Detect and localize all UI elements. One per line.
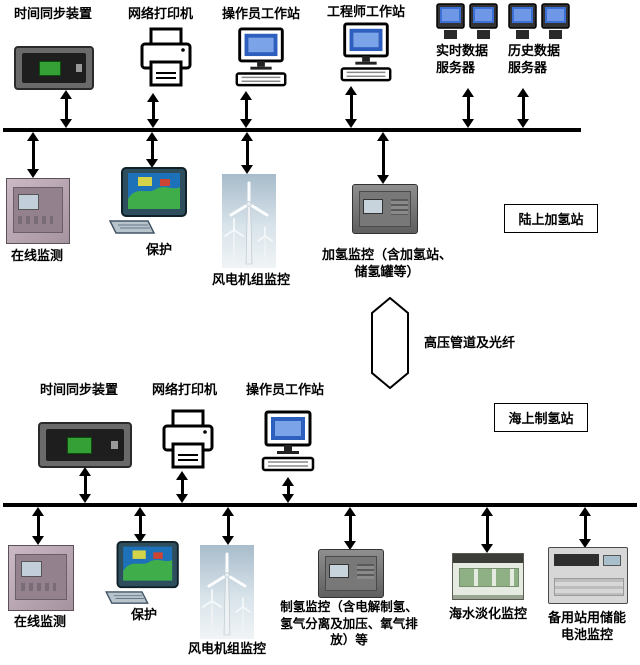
battery-screen xyxy=(603,554,621,567)
onshore-station-badge: 陆上加氢站 xyxy=(504,204,598,233)
relay-buttons xyxy=(20,583,57,592)
offshore-printer-label: 网络打印机 xyxy=(152,382,218,397)
server-icon xyxy=(436,3,498,39)
desalination-top-strip xyxy=(453,554,523,563)
bus-arrow xyxy=(133,507,147,543)
offshore-station-badge: 海上制氢站 xyxy=(494,403,588,432)
bus-arrow xyxy=(344,86,358,128)
time-sync-device-icon xyxy=(38,422,132,468)
printer-icon xyxy=(140,27,192,87)
onshore-time-sync-label: 时间同步装置 xyxy=(14,6,93,21)
onshore-protection-label: 保护 xyxy=(146,242,173,257)
bus-arrow xyxy=(461,88,475,128)
realtime-server-label: 实时数据服务器 xyxy=(436,43,489,76)
bus-arrow xyxy=(480,507,494,553)
battery-storage-device-icon xyxy=(548,547,628,604)
desalination-cells xyxy=(458,568,520,587)
online-monitoring-device-icon xyxy=(6,178,70,244)
relay-buttons xyxy=(18,216,53,225)
cabinet-vents xyxy=(357,564,375,580)
rack-lcd xyxy=(67,437,93,454)
hydrogen-refueling-monitoring-label: 加氢监控（含加氢站、储氢罐等） xyxy=(321,247,452,280)
bus-arrow xyxy=(240,132,254,174)
offshore-online-monitoring-label: 在线监测 xyxy=(14,614,67,629)
cabinet-screen xyxy=(329,564,350,579)
protection-monitor-icon xyxy=(105,541,179,604)
protection-monitor-icon xyxy=(108,167,187,234)
bus-arrow xyxy=(221,507,235,545)
hydrogen-production-device-icon xyxy=(318,549,384,598)
bus-arrow xyxy=(146,93,160,128)
time-sync-device-icon xyxy=(14,46,94,90)
bus-arrow xyxy=(31,507,45,545)
onshore-online-monitoring-label: 在线监测 xyxy=(11,248,64,263)
relay-screen xyxy=(20,561,42,578)
pipeline-label: 高压管道及光纤 xyxy=(424,335,516,350)
desalination-base xyxy=(453,594,523,599)
offshore-wind-monitoring-label: 风电机组监控 xyxy=(188,641,267,656)
offshore-operator-ws-label: 操作员工作站 xyxy=(246,382,325,397)
onshore-wind-monitoring-label: 风电机组监控 xyxy=(212,272,291,287)
bus-arrow xyxy=(59,90,73,128)
onshore-operator-ws-label: 操作员工作站 xyxy=(222,6,301,21)
engineer-ws-label: 工程师工作站 xyxy=(327,4,406,19)
desalination-monitoring-label: 海水淡化监控 xyxy=(449,606,528,621)
bus-arrow xyxy=(239,91,253,128)
hydrogen-production-monitoring-label: 制氢监控（含电解制氢、氢气分离及加压、氧气排放）等 xyxy=(280,600,418,647)
onshore-printer-label: 网络打印机 xyxy=(128,6,194,21)
cabinet-vents xyxy=(391,199,409,215)
bus-arrow xyxy=(578,507,592,548)
onshore-network-bus xyxy=(3,128,581,132)
online-monitoring-device-icon xyxy=(8,545,74,611)
battery-slot xyxy=(553,553,599,566)
bus-arrow xyxy=(175,471,189,503)
relay-screen xyxy=(18,194,39,211)
rack-lcd xyxy=(38,60,61,77)
wind-turbine-image xyxy=(200,545,254,639)
bus-arrow xyxy=(281,477,295,503)
battery-vents xyxy=(553,577,625,597)
workstation-icon xyxy=(340,22,392,82)
offshore-network-bus xyxy=(3,503,637,507)
rack-led xyxy=(76,64,83,72)
rack-led xyxy=(111,440,119,450)
workstation-icon xyxy=(235,27,287,87)
bus-arrow xyxy=(516,88,530,128)
bus-arrow xyxy=(376,132,390,184)
workstation-icon xyxy=(261,410,315,472)
offshore-time-sync-label: 时间同步装置 xyxy=(40,382,119,397)
server-icon xyxy=(508,3,570,39)
pipeline-hexagon-icon xyxy=(371,297,409,389)
offshore-protection-label: 保护 xyxy=(131,607,158,622)
bus-arrow xyxy=(78,467,92,503)
history-server-label: 历史数据服务器 xyxy=(508,43,561,76)
cabinet-screen xyxy=(363,199,384,214)
battery-storage-monitoring-label: 备用站用储能电池监控 xyxy=(547,610,626,643)
desalination-device-icon xyxy=(452,553,524,600)
hydrogen-refueling-device-icon xyxy=(352,184,418,234)
bus-arrow xyxy=(343,507,357,550)
wind-turbine-image xyxy=(222,174,276,268)
bus-arrow xyxy=(145,132,159,168)
printer-icon xyxy=(162,409,214,469)
bus-arrow xyxy=(26,132,40,178)
